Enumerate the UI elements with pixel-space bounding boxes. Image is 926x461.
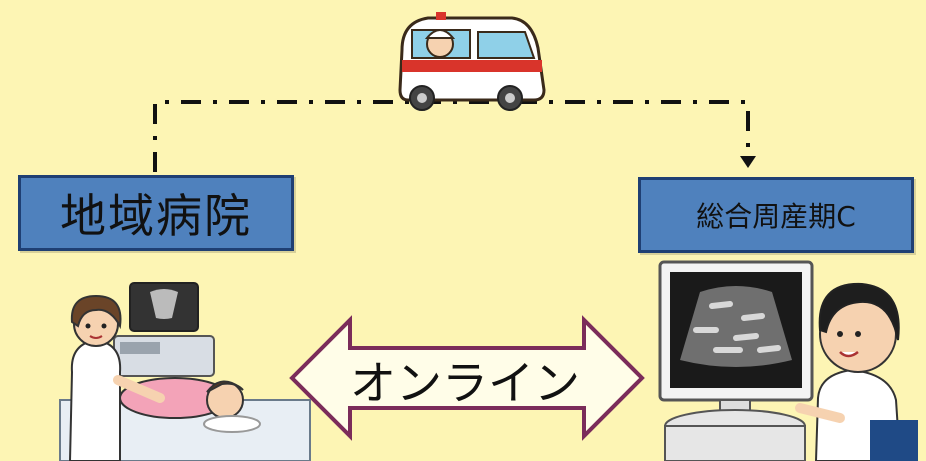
online-label: オンライン [330, 350, 600, 410]
perinatal-center-box: 総合周産期C [638, 177, 914, 253]
path-arrowhead [740, 156, 756, 168]
online-text: オンライン [350, 356, 580, 410]
local-hospital-label: 地域病院 [60, 189, 252, 243]
local-hospital-box: 地域病院 [18, 175, 294, 251]
perinatal-center-label: 総合周産期C [696, 200, 856, 233]
